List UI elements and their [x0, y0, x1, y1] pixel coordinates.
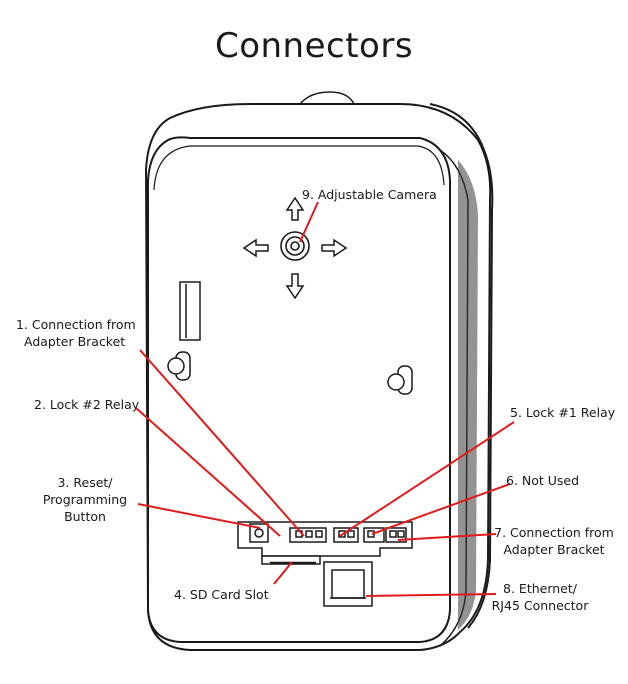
callout-5-text: 5. Lock #1 Relay	[510, 405, 616, 420]
callout-2-text: 2. Lock #2 Relay	[34, 397, 140, 412]
callout-6-text: 6. Not Used	[506, 473, 580, 488]
callout-9: 9. Adjustable Camera	[302, 186, 437, 203]
callout-1-line1: 1. Connection from	[16, 317, 136, 332]
arrow-left-icon	[242, 238, 269, 258]
callout-8: 8. Ethernet/ RJ45 Connector	[488, 580, 592, 614]
leader-c4	[273, 561, 293, 585]
callout-1: 1. Connection from Adapter Bracket	[16, 316, 136, 350]
leader-c1	[139, 349, 305, 537]
arrow-right-icon	[321, 238, 348, 258]
leader-c2	[135, 407, 281, 537]
leader-c7	[397, 533, 497, 541]
callout-7: 7. Connection from Adapter Bracket	[488, 524, 620, 558]
mounting-slot	[179, 281, 201, 341]
callout-6: 6. Not Used	[506, 472, 579, 489]
callout-8-line1: 8. Ethernet/	[503, 581, 577, 596]
side-shading	[458, 160, 478, 630]
callout-7-line2: Adapter Bracket	[503, 542, 605, 557]
mounting-post-right	[387, 365, 413, 395]
leader-c8	[365, 593, 497, 597]
callout-2: 2. Lock #2 Relay	[34, 396, 139, 413]
callout-3-line2: Programming	[42, 492, 128, 507]
leader-lines	[135, 201, 515, 597]
camera-assembly	[280, 231, 310, 261]
arrow-down-icon	[285, 273, 305, 300]
mounting-post-left	[167, 351, 191, 381]
callout-4-text: 4. SD Card Slot	[174, 587, 269, 602]
callout-3-line3: Button	[64, 509, 106, 524]
callout-1-line2: Adapter Bracket	[24, 334, 126, 349]
callout-4: 4. SD Card Slot	[174, 586, 269, 603]
callout-7-line1: 7. Connection from	[494, 525, 614, 540]
device-front-face	[147, 136, 451, 643]
ethernet-port	[323, 561, 373, 607]
callout-5: 5. Lock #1 Relay	[510, 404, 615, 421]
connector-block	[237, 521, 413, 557]
callout-3-line1: 3. Reset/	[57, 475, 113, 490]
leader-c6	[371, 483, 511, 535]
callout-9-text: 9. Adjustable Camera	[302, 187, 437, 202]
callout-8-line2: RJ45 Connector	[491, 598, 589, 613]
leader-c9	[299, 201, 319, 243]
leader-c5	[339, 421, 515, 537]
diagram-title: Connectors	[214, 26, 414, 66]
callout-3: 3. Reset/ Programming Button	[36, 474, 134, 525]
arrow-up-icon	[285, 196, 305, 221]
leader-c3	[137, 503, 261, 529]
